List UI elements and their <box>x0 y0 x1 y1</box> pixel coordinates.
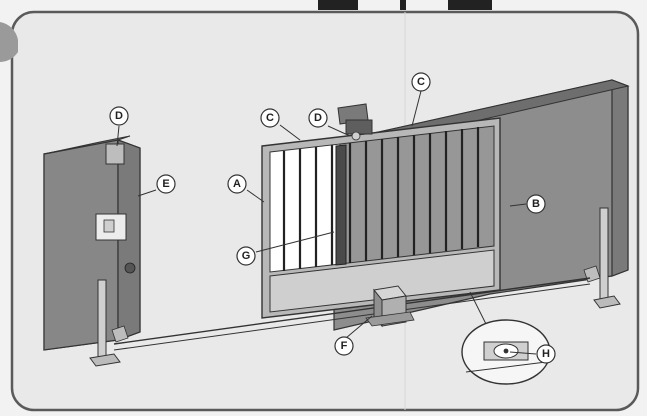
left-pillar <box>43 135 141 367</box>
callout-e-label: E <box>162 178 169 190</box>
guide-rail <box>113 277 591 351</box>
photocell-left <box>105 143 125 165</box>
callout-d-left: D <box>109 106 129 126</box>
callout-c-right-label: C <box>417 76 425 88</box>
callout-h-label: H <box>542 348 550 360</box>
callout-h: H <box>536 344 556 364</box>
callout-d-right: D <box>308 108 328 128</box>
callout-b-label: B <box>532 198 540 210</box>
callout-c-left: C <box>260 108 280 128</box>
photocell-post-right <box>599 207 609 301</box>
leader-lines <box>116 90 537 355</box>
callout-b: B <box>526 194 546 214</box>
tab-marker <box>0 22 18 62</box>
flashing-light <box>337 103 373 141</box>
callout-c-right: C <box>411 72 431 92</box>
sliding-gate-leaf <box>261 117 501 319</box>
callout-f-label: F <box>341 340 348 352</box>
cropped-heading-fragment <box>318 0 358 10</box>
photocell-post-left <box>97 279 107 359</box>
callout-a-label: A <box>233 178 241 190</box>
callout-g-label: G <box>242 250 251 262</box>
cropped-heading-fragment <box>448 0 492 10</box>
gearmotor <box>365 285 415 328</box>
callout-d-right-label: D <box>314 112 322 124</box>
rack-detail-zoom <box>461 291 551 385</box>
callout-a: A <box>227 174 247 194</box>
callout-e: E <box>156 174 176 194</box>
callout-g: G <box>236 246 256 266</box>
callout-c-left-label: C <box>266 112 274 124</box>
safety-edge <box>335 144 347 266</box>
callout-f: F <box>334 336 354 356</box>
cropped-heading-fragment <box>400 0 406 10</box>
photocell-right-top <box>351 131 361 141</box>
callout-d-left-label: D <box>115 110 123 122</box>
